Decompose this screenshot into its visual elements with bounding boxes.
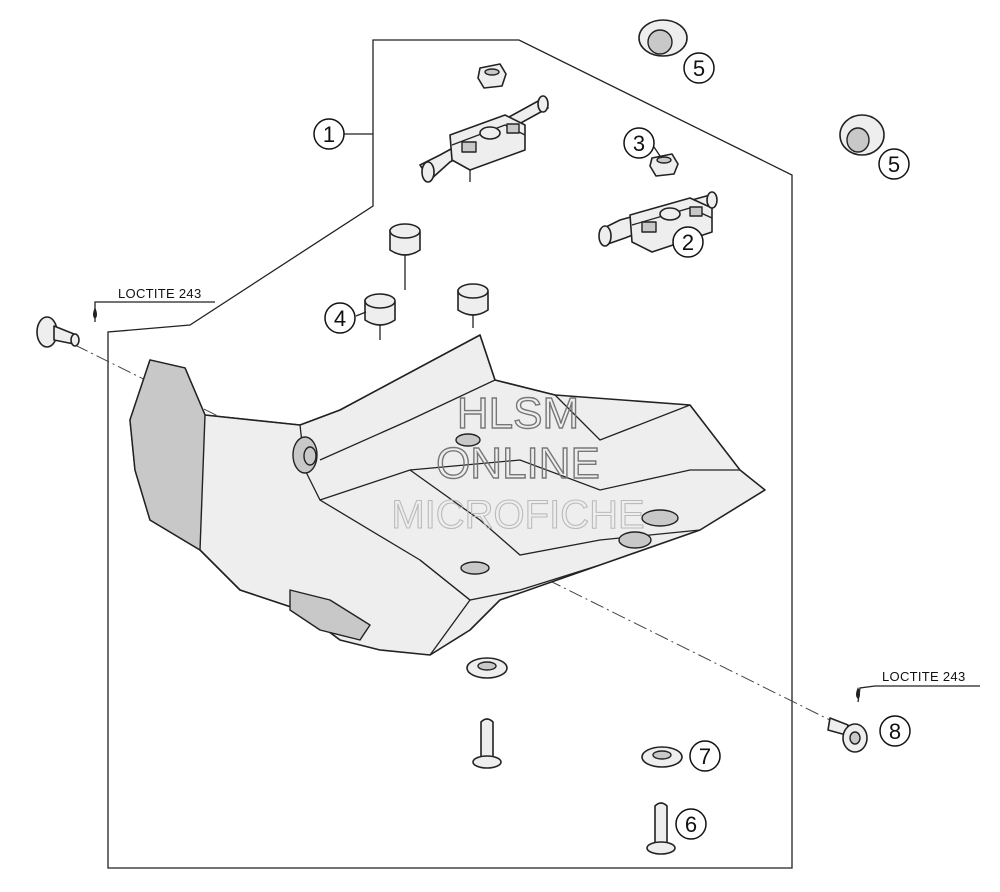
washer-center bbox=[466, 657, 508, 679]
bracket-upper bbox=[419, 95, 549, 183]
screw-right bbox=[827, 717, 868, 753]
grommet-top bbox=[638, 19, 688, 57]
callout-4: 4 bbox=[324, 302, 356, 334]
loctite-label-right: LOCTITE 243 bbox=[882, 669, 966, 684]
svg-text:3: 3 bbox=[633, 131, 645, 156]
svg-text:5: 5 bbox=[693, 56, 705, 81]
callout-1: 1 bbox=[313, 118, 345, 150]
callout-7: 7 bbox=[689, 740, 721, 772]
assembly-frame bbox=[107, 39, 793, 869]
svg-text:8: 8 bbox=[889, 719, 901, 744]
callout-2: 2 bbox=[672, 226, 704, 258]
svg-text:7: 7 bbox=[699, 744, 711, 769]
nut-lower bbox=[649, 153, 679, 177]
loctite-label-left: LOCTITE 243 bbox=[118, 286, 202, 301]
svg-text:6: 6 bbox=[685, 812, 697, 837]
watermark-line2: ONLINE bbox=[436, 439, 600, 488]
svg-text:2: 2 bbox=[682, 230, 694, 255]
leader-3 bbox=[653, 146, 661, 157]
grommet-right bbox=[839, 114, 885, 156]
skid-plate bbox=[129, 334, 766, 656]
callout-5b: 5 bbox=[878, 148, 910, 180]
buffer-a bbox=[389, 223, 421, 290]
washer-7 bbox=[641, 746, 683, 768]
callout-6: 6 bbox=[675, 808, 707, 840]
callout-5a: 5 bbox=[683, 52, 715, 84]
svg-text:5: 5 bbox=[888, 152, 900, 177]
svg-text:4: 4 bbox=[334, 306, 346, 331]
buffer-c bbox=[457, 283, 489, 328]
loctite-leader-right bbox=[857, 685, 980, 703]
bolt-center bbox=[472, 718, 502, 769]
nut-upper bbox=[477, 63, 507, 89]
watermark-line1: HLSM bbox=[457, 389, 579, 438]
callout-3: 3 bbox=[623, 127, 655, 159]
svg-text:1: 1 bbox=[323, 122, 335, 147]
watermark-line3: MICROFICHE bbox=[391, 493, 644, 537]
loctite-leader-left bbox=[94, 301, 215, 322]
screw-left bbox=[36, 316, 80, 348]
buffer-b bbox=[364, 293, 396, 340]
bolt-6 bbox=[646, 802, 676, 855]
leader-4 bbox=[355, 311, 367, 317]
callout-8: 8 bbox=[879, 715, 911, 747]
